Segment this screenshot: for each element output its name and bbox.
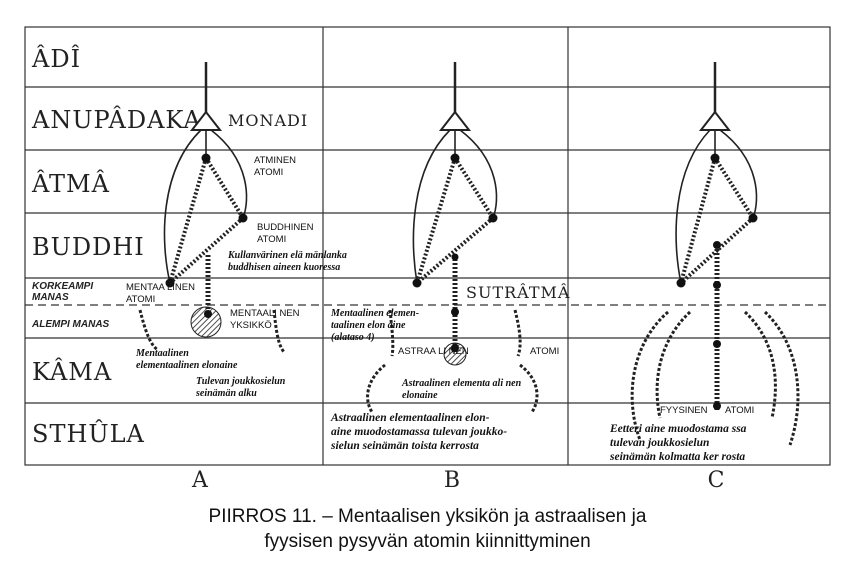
column-letter-c: C [708, 468, 725, 493]
plane-label-kama: KÂMA [32, 357, 112, 386]
caption-line-2: fyysisen pysyvän atomin kiinnittyminen [264, 531, 591, 552]
astral-atom-c [713, 340, 721, 348]
astral-atom-b [443, 342, 467, 366]
plane-label-alempi-manas: ALEMPI MANAS [31, 319, 110, 330]
column-b-drawing [366, 62, 539, 413]
mental-unit-a [190, 306, 222, 338]
figure-caption: PIIRROS 11. – Mentaalisen yksikön ja ast… [0, 504, 855, 554]
plane-label-anupadaka: ANUPÂDAKA [31, 105, 202, 134]
mental-atom-b [412, 278, 422, 288]
plane-label-sthula: STHÛLA [32, 419, 145, 448]
column-letter-b: B [444, 468, 460, 493]
buddhic-atom-b [488, 213, 498, 223]
atmic-atom-b [450, 153, 460, 163]
caption-line-1: PIIRROS 11. – Mentaalisen yksikön ja ast… [208, 506, 647, 527]
buddhic-atom-c [748, 213, 758, 223]
atmic-atom-a [201, 153, 211, 163]
buddhic-atom-a [238, 213, 248, 223]
mental-unit-core-a [204, 310, 212, 318]
column-letter-a: A [191, 468, 209, 493]
buddhic-node-b [451, 253, 459, 261]
buddhic-node-c [713, 241, 721, 249]
plane-label-buddhi: BUDDHI [32, 233, 145, 261]
astral-atom-core-b [451, 344, 459, 352]
mental-atom-a [165, 278, 175, 288]
label-sutratma: SUTRÂTMÂ [466, 282, 570, 302]
physical-atom-c [713, 402, 721, 410]
plane-label-adi: ÂDÎ [31, 44, 81, 73]
atmic-atom-c [710, 153, 720, 163]
mental-unit-c [713, 281, 721, 289]
column-c-drawing [630, 62, 800, 446]
label-mentaalinen-elon-aine-b: Mentaalinen elemen-taalinen elon aine(al… [330, 308, 419, 343]
mental-unit-b [451, 308, 459, 316]
label-astraalinen-elementaalinen: Astraalinen elementaalinen elon-aine muo… [330, 412, 507, 452]
mental-atom-c [676, 278, 686, 288]
label-monadi: MONADI [228, 111, 308, 130]
plane-label-atma: ÂTMÂ [31, 169, 110, 198]
